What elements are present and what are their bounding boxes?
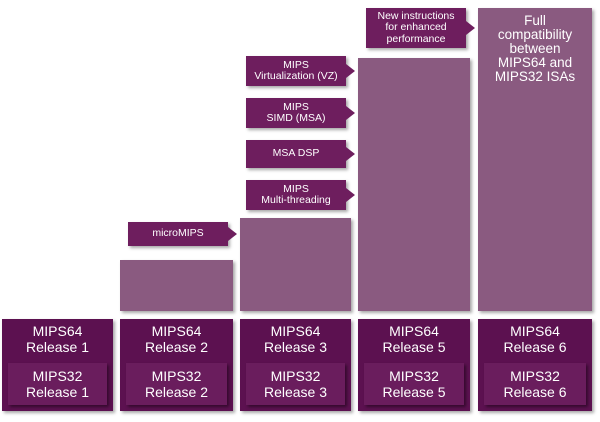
mips64-release-label: MIPS64 Release 3: [263, 323, 328, 355]
feature-msa-dsp: MSA DSP: [246, 140, 346, 168]
feature-new-instructions: New instructions for enhanced performanc…: [366, 8, 466, 48]
bar-release-6: Full compatibility between MIPS64 and MI…: [478, 8, 592, 311]
feature-multithreading: MIPS Multi-threading: [246, 180, 346, 210]
mips64-release-label: MIPS64 Release 1: [25, 323, 90, 355]
release-block-5: MIPS64 Release 5 MIPS32 Release 5: [358, 319, 470, 411]
release-block-3: MIPS64 Release 3 MIPS32 Release 3: [240, 319, 351, 411]
mips32-release-label: MIPS32 Release 1: [8, 363, 107, 405]
bar-release-3: [240, 218, 351, 311]
release-block-6: MIPS64 Release 6 MIPS32 Release 6: [478, 319, 592, 411]
mips32-release-label: MIPS32 Release 2: [126, 363, 227, 405]
arrow-right-icon: [346, 64, 355, 78]
full-compatibility-text: Full compatibility between MIPS64 and MI…: [494, 13, 576, 84]
release-block-2: MIPS64 Release 2 MIPS32 Release 2: [120, 319, 233, 411]
feature-micromips: microMIPS: [128, 222, 228, 246]
mips64-release-label: MIPS64 Release 2: [144, 323, 209, 355]
mips32-release-label: MIPS32 Release 5: [364, 363, 464, 405]
bar-release-2: [120, 260, 233, 311]
feature-virtualization: MIPS Virtualization (VZ): [246, 56, 346, 86]
arrow-right-icon: [346, 188, 355, 202]
mips64-release-label: MIPS64 Release 5: [382, 323, 446, 355]
arrow-right-icon: [346, 147, 355, 161]
feature-simd-msa: MIPS SIMD (MSA): [246, 98, 346, 128]
mips64-release-label: MIPS64 Release 6: [503, 323, 567, 355]
arrow-right-icon: [228, 227, 237, 241]
release-block-1: MIPS64 Release 1 MIPS32 Release 1: [2, 319, 113, 411]
arrow-right-icon: [466, 21, 475, 35]
bar-release-5: [358, 58, 470, 311]
arrow-right-icon: [346, 106, 355, 120]
mips32-release-label: MIPS32 Release 3: [246, 363, 345, 405]
mips32-release-label: MIPS32 Release 6: [484, 363, 586, 405]
